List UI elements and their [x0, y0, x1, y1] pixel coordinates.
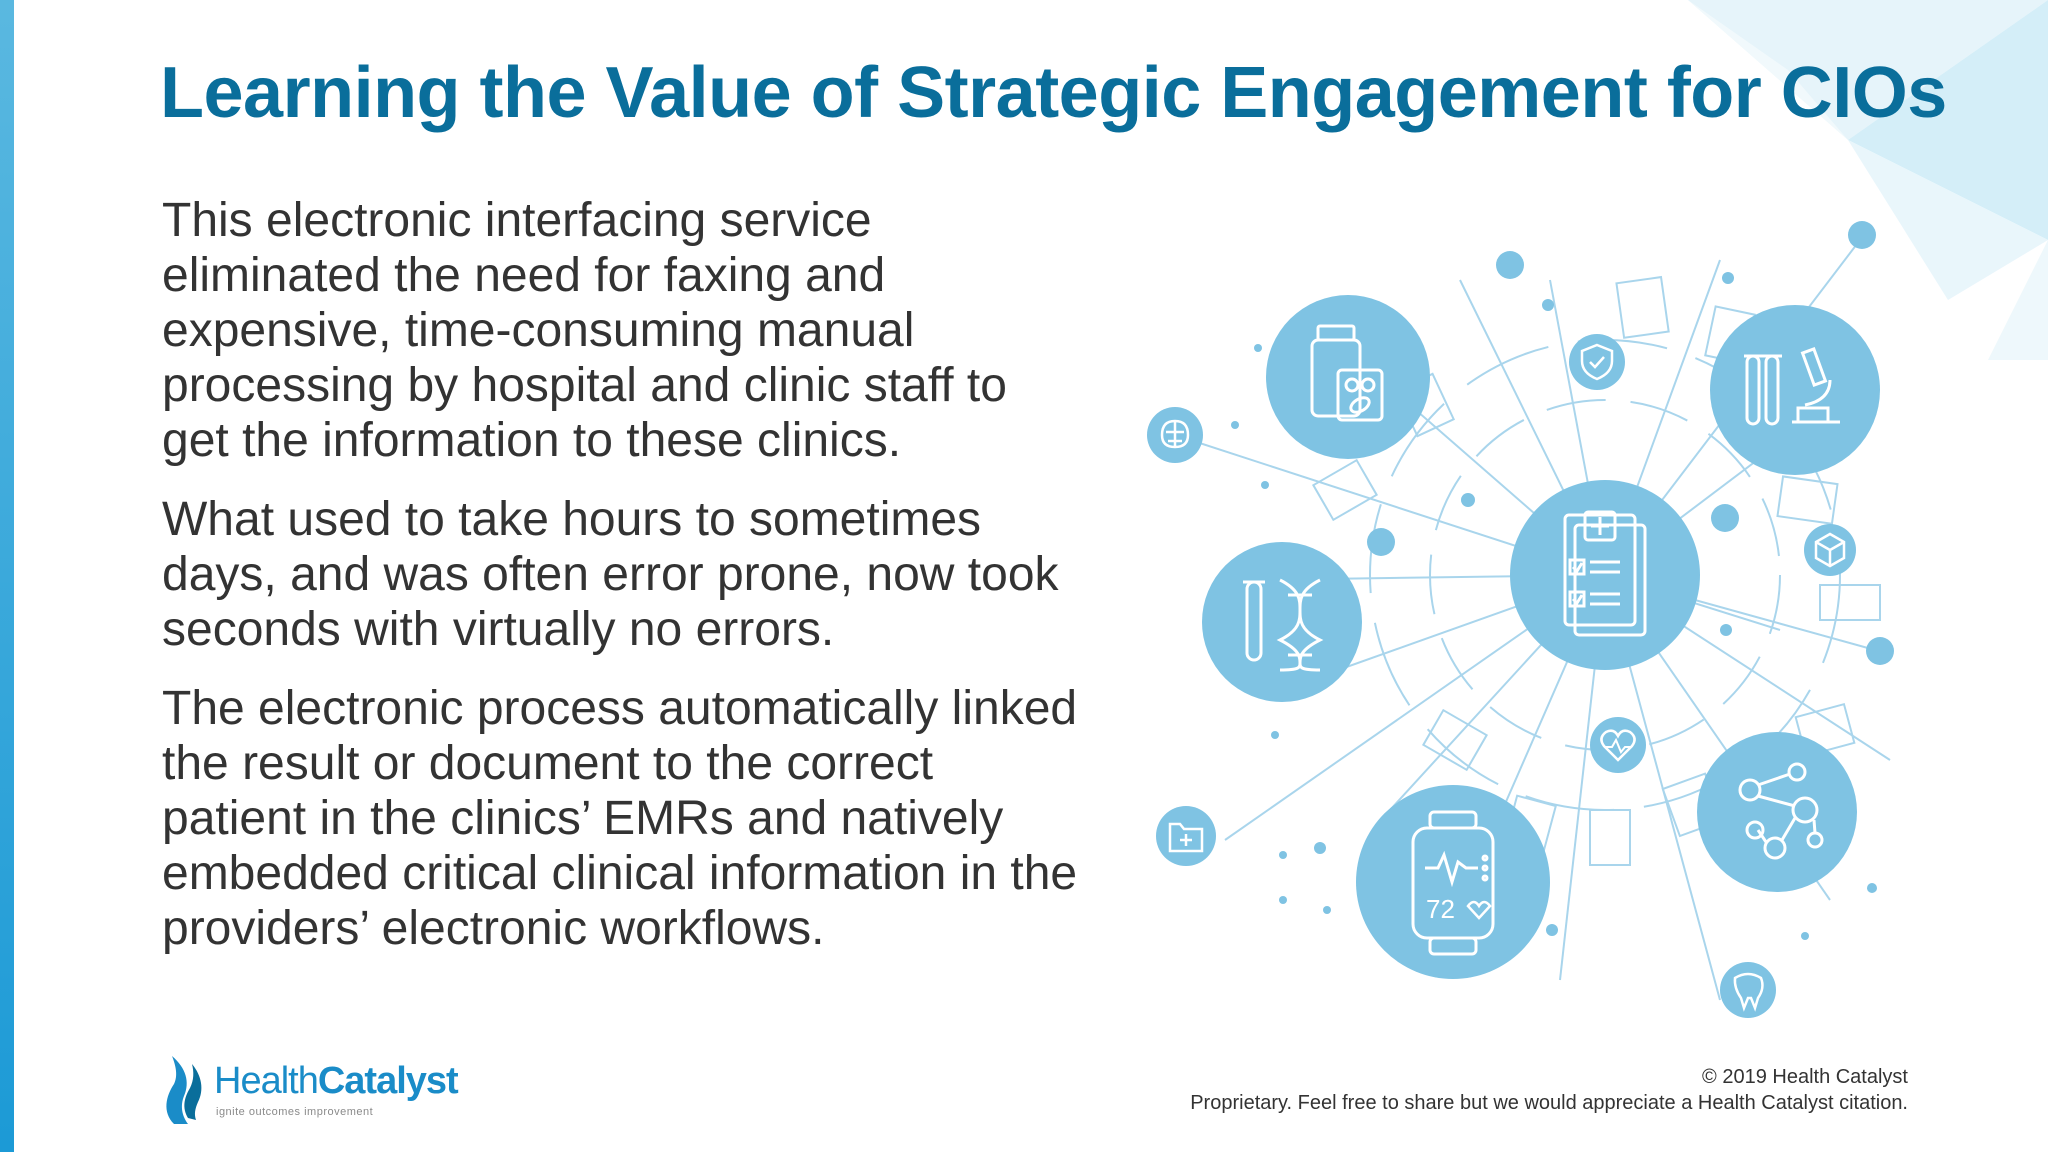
folder-icon	[1156, 806, 1216, 866]
cube-icon	[1804, 524, 1856, 576]
smartwatch-icon: 72	[1356, 785, 1550, 979]
proprietary-notice: Proprietary. Feel free to share but we w…	[1190, 1092, 1908, 1114]
clipboard-icon	[1510, 480, 1700, 670]
brain-icon	[1147, 407, 1203, 463]
paragraph-1: This electronic interfacing service elim…	[162, 194, 1007, 467]
footer: © 2019 Health Catalyst Proprietary. Feel…	[1190, 1064, 1908, 1116]
watch-reading: 72	[1426, 894, 1455, 924]
dna-icon	[1202, 542, 1362, 702]
shield-icon	[1569, 334, 1625, 390]
tooth-icon	[1720, 962, 1776, 1018]
paragraph-2: What used to take hours to sometimes day…	[162, 493, 1059, 656]
medicine-bottle-icon	[1266, 295, 1430, 459]
flame-logo-icon	[166, 1056, 202, 1124]
logo-word-catalyst: Catalyst	[317, 1060, 459, 1102]
healthcare-network-illustration: 72	[1147, 221, 1894, 1018]
network-icon	[1697, 732, 1857, 892]
logo-wordmark: HealthCatalyst	[214, 1060, 459, 1103]
logo-word-health: Health	[214, 1060, 319, 1102]
microscope-icon	[1710, 305, 1880, 475]
copyright-text: © 2019 Health Catalyst	[1702, 1066, 1908, 1088]
paragraph-3: The electronic process automatically lin…	[162, 682, 1078, 955]
slide-title: Learning the Value of Strategic Engageme…	[160, 53, 1947, 133]
heart-icon	[1590, 717, 1646, 773]
left-accent-bar	[0, 0, 14, 1152]
health-catalyst-logo: HealthCatalyst ignite outcomes improveme…	[160, 1050, 480, 1130]
logo-tagline: ignite outcomes improvement	[216, 1106, 374, 1118]
corner-decoration	[1688, 0, 2048, 360]
slide-body: This electronic interfacing service elim…	[162, 193, 1082, 980]
